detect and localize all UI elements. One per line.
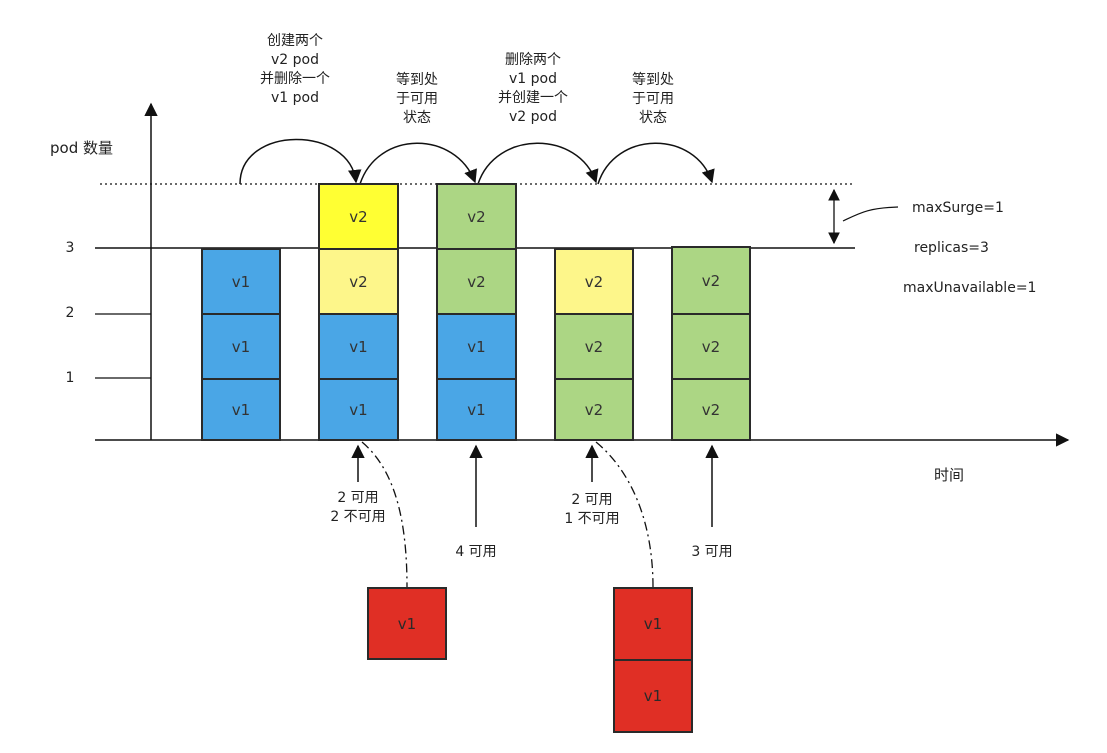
pod-box: v1: [436, 313, 517, 380]
pod-box: v2: [554, 248, 634, 315]
pod-box: v1: [436, 378, 517, 441]
step-arc-4: [597, 142, 715, 185]
max-surge-leader: [842, 206, 899, 222]
pod-box: v2: [671, 246, 751, 315]
terminate-link-2: [595, 441, 654, 588]
pod-box: v2: [318, 248, 399, 315]
pod-box: v1: [318, 378, 399, 441]
tick-label-1: 1: [65, 370, 75, 386]
tick-label-2: 2: [65, 305, 75, 321]
max-unavailable-label: maxUnavailable=1: [903, 280, 1037, 296]
pod-box: v1: [201, 248, 281, 315]
step-arc-1: [239, 138, 362, 185]
step-arc-2: [359, 142, 477, 185]
availability-label-1: 2 可用 2 不可用: [330, 490, 386, 525]
pod-box: v2: [436, 248, 517, 315]
replicas-label: replicas=3: [914, 240, 989, 256]
x-axis-label: 时间: [934, 466, 965, 484]
pod-box: v2: [436, 183, 517, 250]
availability-label-3: 2 可用 1 不可用: [564, 492, 620, 527]
terminate-link-1: [361, 441, 408, 588]
step-label-4: 等到处 于可用 状态: [632, 72, 674, 126]
pod-box: v1: [201, 313, 281, 380]
pod-box: v1: [201, 378, 281, 441]
terminating-pod: v1: [367, 587, 447, 660]
pod-box: v2: [318, 183, 399, 250]
step-label-2: 等到处 于可用 状态: [396, 72, 438, 126]
terminating-pod: v1: [613, 587, 693, 661]
pod-box: v2: [671, 313, 751, 380]
pod-box: v2: [554, 313, 634, 380]
step-label-3: 删除两个 v1 pod 并创建一个 v2 pod: [498, 52, 568, 125]
step-label-1: 创建两个 v2 pod 并删除一个 v1 pod: [260, 33, 330, 106]
pod-box: v2: [671, 378, 751, 441]
terminating-pod: v1: [613, 659, 693, 733]
y-axis-label: pod 数量: [50, 139, 113, 157]
max-surge-label: maxSurge=1: [912, 200, 1004, 216]
pod-box: v1: [318, 313, 399, 380]
availability-label-2: 4 可用: [455, 544, 497, 560]
tick-label-3: 3: [65, 240, 75, 256]
step-arc-3: [477, 142, 599, 185]
pod-box: v2: [554, 378, 634, 441]
availability-label-4: 3 可用: [691, 544, 733, 560]
